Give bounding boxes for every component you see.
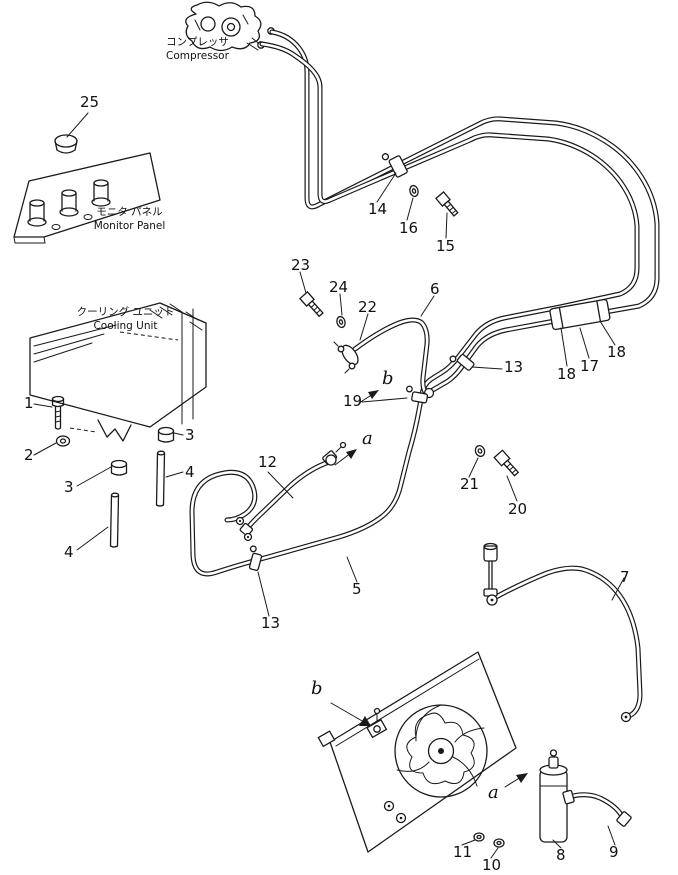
callout-3-left: 3 [64, 478, 74, 496]
bolt-15 [435, 191, 459, 217]
callout-23: 23 [291, 256, 311, 274]
washer-2 [55, 435, 71, 447]
callout-5: 5 [352, 580, 362, 598]
callout-19: 19 [343, 392, 363, 410]
callout-14: 14 [368, 200, 388, 218]
callout-13-bottom: 13 [261, 614, 281, 632]
cooling-unit [29, 302, 207, 442]
callout-4-left: 4 [64, 543, 74, 561]
tube-4-right [155, 450, 166, 507]
callout-25: 25 [80, 93, 100, 111]
hose-12-bolt [339, 441, 347, 449]
view-letter-a-bottom: a [488, 782, 499, 803]
monitor-panel-label: モニタ パネル Monitor Panel [82, 206, 177, 233]
callout-6: 6 [430, 280, 440, 298]
compressor-label: コンプレッサ Compressor [150, 36, 245, 63]
view-b-arrow [368, 390, 379, 399]
pipe-clamp-19 [405, 385, 429, 404]
compressor-label-jp: コンプレッサ [166, 36, 229, 48]
view-a-bottom-arrow [516, 773, 528, 783]
leader-lines [33, 112, 625, 859]
nut-3-left [110, 459, 128, 476]
cooling-unit-label-en: Cooling Unit [93, 319, 158, 332]
callout-4-right: 4 [185, 463, 195, 481]
tube-4-left [109, 492, 120, 548]
callout-22: 22 [358, 298, 378, 316]
callout-8: 8 [556, 846, 566, 864]
view-a-arrow [346, 449, 357, 459]
callout-11: 11 [453, 843, 473, 861]
cap-25 [54, 134, 78, 154]
hose-9 [562, 789, 632, 827]
nut-3-right [157, 426, 175, 443]
callout-13-right: 13 [504, 358, 524, 376]
callout-9: 9 [609, 843, 619, 861]
monitor-panel-label-jp: モニタ パネル [96, 206, 163, 218]
callout-1: 1 [24, 394, 34, 412]
bolt-20 [493, 449, 520, 477]
cooling-unit-label-jp: クーリング ユニット [76, 306, 175, 318]
callout-3-right: 3 [185, 426, 195, 444]
discharge-pipe [269, 29, 660, 394]
cooling-unit-label: クーリング ユニット Cooling Unit [68, 306, 183, 333]
callout-18-right: 18 [607, 343, 627, 361]
compressor-label-en: Compressor [166, 49, 229, 62]
washer-11 [473, 832, 485, 842]
pipe-clamp-13-bottom [248, 545, 263, 571]
washer-24 [336, 315, 346, 329]
hose-12 [235, 441, 347, 542]
union-fitting-17-18 [549, 298, 611, 331]
monitor-panel [13, 152, 161, 244]
washer-21 [474, 444, 486, 458]
callout-10: 10 [482, 856, 502, 874]
monitor-panel-label-en: Monitor Panel [93, 219, 166, 232]
callout-17: 17 [580, 357, 600, 375]
callout-20: 20 [508, 500, 528, 518]
callout-15: 15 [436, 237, 456, 255]
receiver-drier-8 [539, 749, 568, 843]
hose-12-end-fitting [239, 522, 254, 537]
callout-18-left: 18 [557, 365, 577, 383]
view-arrows [330, 390, 528, 788]
view-letter-a-mid: a [362, 428, 373, 449]
callout-12: 12 [258, 453, 278, 471]
flange-22 [333, 341, 359, 374]
hose-6 [352, 317, 435, 399]
suction-pipe-and-pipe-5 [189, 41, 640, 577]
callout-16: 16 [399, 219, 419, 237]
view-b-bottom-arrow [359, 716, 371, 726]
callout-21: 21 [460, 475, 480, 493]
washer-10 [493, 838, 505, 848]
pipe-7 [483, 542, 643, 723]
condenser-fan-unit [317, 651, 517, 853]
pipe-clamp-13-right [449, 353, 475, 371]
callout-2: 2 [24, 446, 34, 464]
bolt-1 [51, 395, 65, 430]
view-letter-b-mid: b [382, 368, 394, 389]
pipe-clamp-14 [381, 153, 408, 178]
callout-7: 7 [620, 568, 630, 586]
washer-16 [409, 184, 419, 198]
bolt-23 [299, 291, 324, 318]
view-letter-b-bottom: b [311, 678, 323, 699]
callout-24: 24 [329, 278, 349, 296]
